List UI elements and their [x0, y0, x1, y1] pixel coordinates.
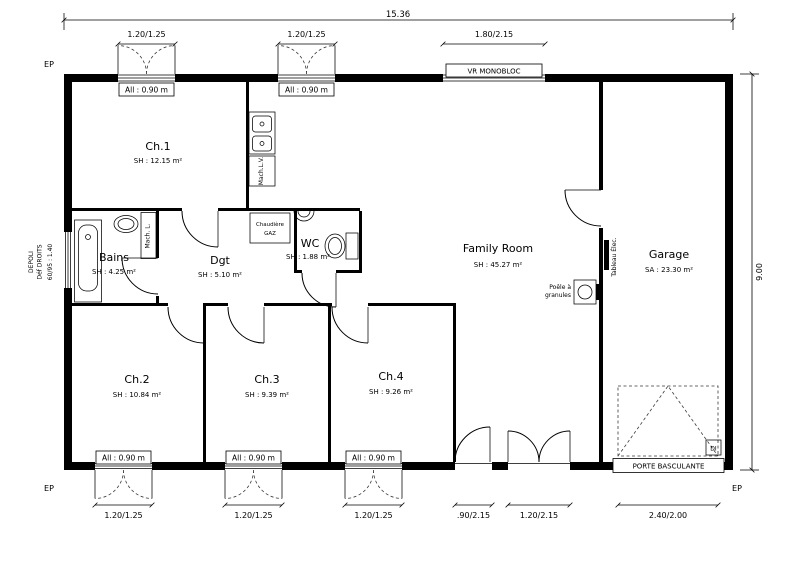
room-area-ch1: SH : 12.15 m² — [134, 157, 183, 165]
room-label-ch3: Ch.3 — [254, 373, 279, 386]
garage-door-label: PORTE BASCULANTE — [612, 458, 725, 473]
room-label-ch4: Ch.4 — [378, 370, 403, 383]
dim-bottom-2: 1.20/1.25 — [234, 511, 272, 520]
smoke-detector-label: DI — [710, 446, 717, 453]
interior-walls — [72, 82, 603, 462]
room-area-ch4: SH : 9.26 m² — [369, 388, 413, 396]
room-area-garage: SA : 23.30 m² — [645, 266, 693, 274]
wc-basin-icon — [293, 210, 315, 222]
vr-monobloc-text: VR MONOBLOC — [467, 68, 520, 76]
boiler-icon — [249, 212, 291, 244]
boiler-label-2: GAZ — [264, 231, 276, 237]
room-label-bains: Bains — [99, 251, 129, 264]
room-label-dgt: Dgt — [210, 254, 230, 267]
dim-bottom-4: .90/2.15 — [457, 511, 490, 520]
windows — [65, 74, 718, 469]
window-swing-arcs — [94, 45, 403, 499]
sill-label-window-5: All : 0.90 m — [225, 450, 282, 465]
sill-label-window-2: All : 0.90 m — [278, 82, 335, 97]
dim-overall-width: 15.36 — [386, 10, 410, 20]
washing-machine-icon — [140, 212, 157, 259]
room-label-garage: Garage — [649, 248, 690, 261]
electrical-panel-icon — [604, 240, 609, 270]
garage-door-icon — [617, 385, 719, 457]
room-label-family: Family Room — [463, 242, 533, 255]
dim-top-window-1: 1.20/1.25 — [127, 30, 165, 39]
room-area-family: SH : 45.27 m² — [474, 261, 523, 269]
room-label-ch2: Ch.2 — [124, 373, 149, 386]
dishwasher-icon — [248, 155, 276, 187]
sill-label-window-4: All : 0.90 m — [95, 450, 152, 465]
dishwasher-label: Mach.L.V. — [258, 157, 265, 185]
electrical-panel-label: Tableau Élec. — [610, 237, 618, 277]
doors — [121, 189, 602, 463]
sill-label-text: All : 0.90 m — [125, 86, 168, 95]
toilet-icon — [324, 232, 359, 260]
dim-bottom-3: 1.20/1.25 — [354, 511, 392, 520]
garage-door-text: PORTE BASCULANTE — [633, 463, 705, 471]
kitchen-sink-icon — [248, 111, 276, 155]
room-area-wc: SH : 1.88 m² — [286, 253, 330, 261]
left-window-note-2: Déf DROITS — [37, 244, 44, 279]
pellet-stove-label-1: Poêle à — [549, 284, 571, 291]
vr-monobloc-label: VR MONOBLOC — [445, 63, 543, 78]
sill-label-text: All : 0.90 m — [102, 454, 145, 463]
washbasin-icon — [113, 215, 139, 233]
dim-bottom-1: 1.20/1.25 — [104, 511, 142, 520]
room-area-ch3: SH : 9.39 m² — [245, 391, 289, 399]
room-label-wc: WC — [301, 237, 320, 250]
pellet-stove-icon — [573, 279, 601, 305]
downspout-label-bottom-right: EP — [732, 484, 742, 493]
dim-top-window-3: 1.80/2.15 — [475, 30, 513, 39]
room-label-ch1: Ch.1 — [145, 140, 170, 153]
room-area-bains: SH : 4.25 m² — [92, 268, 136, 276]
left-window-note-1: DEPOLI — [28, 251, 35, 273]
room-area-ch2: SH : 10.84 m² — [113, 391, 162, 399]
dimension-lines — [61, 13, 759, 508]
downspout-label-top-left: EP — [44, 60, 54, 69]
sill-label-text: All : 0.90 m — [285, 86, 328, 95]
exterior-walls — [64, 74, 733, 470]
left-window-size: 60/95 : 1.40 — [47, 244, 54, 281]
dim-top-window-2: 1.20/1.25 — [287, 30, 325, 39]
smoke-detector-icon — [705, 439, 722, 456]
sill-label-text: All : 0.90 m — [352, 454, 395, 463]
sill-label-text: All : 0.90 m — [232, 454, 275, 463]
bathtub-icon — [74, 219, 102, 303]
washing-machine-label: Mach. L. — [145, 223, 152, 248]
room-area-dgt: SH : 5.10 m² — [198, 271, 242, 279]
dim-bottom-6: 2.40/2.00 — [649, 511, 687, 520]
dim-overall-height: 9.00 — [755, 263, 764, 281]
boiler-label-1: Chaudière — [256, 221, 285, 228]
sill-label-window-6: All : 0.90 m — [345, 450, 402, 465]
sill-label-window-1: All : 0.90 m — [118, 82, 175, 97]
dim-bottom-5: 1.20/2.15 — [520, 511, 558, 520]
pellet-stove-label-2: granules — [545, 292, 571, 299]
downspout-label-bottom-left: EP — [44, 484, 54, 493]
